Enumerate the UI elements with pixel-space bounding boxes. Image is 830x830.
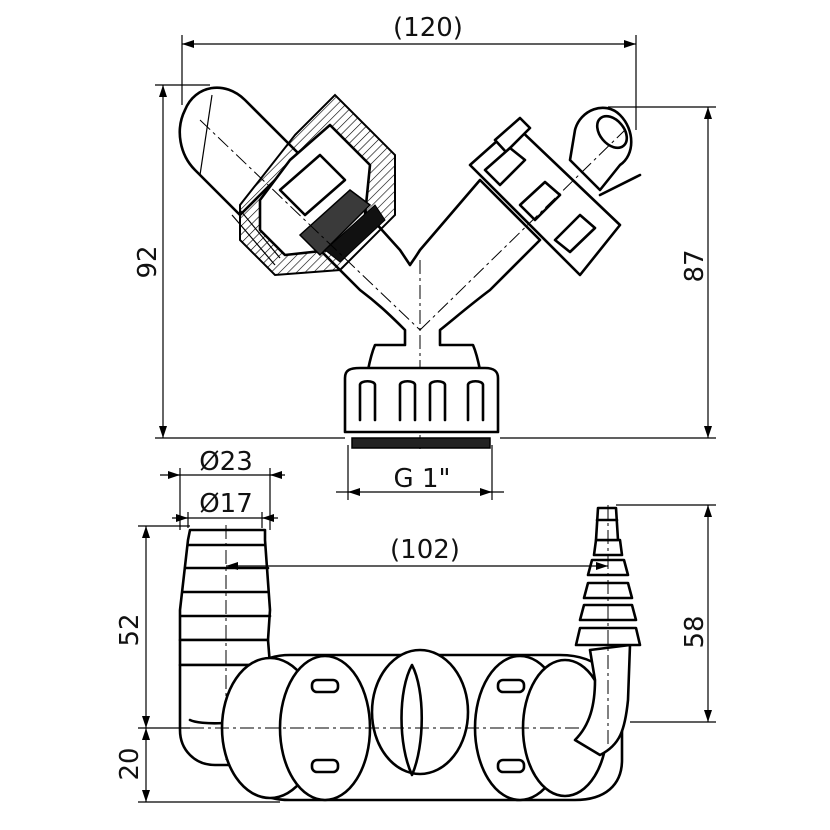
dimension-height-right: 87 <box>500 106 716 439</box>
dimension-outer-diameter: Ø23 <box>160 447 285 530</box>
dimension-label-hose-right: 58 <box>680 615 710 648</box>
dimension-label-width: (120) <box>393 13 463 43</box>
dimension-label-hose-left: 52 <box>115 613 145 646</box>
body-assembly <box>190 648 624 802</box>
top-view <box>178 86 642 450</box>
dimension-label-outer-diameter: Ø23 <box>199 447 253 477</box>
dimension-label-spacing: (102) <box>390 535 460 565</box>
bottom-view <box>178 505 642 802</box>
dimension-width-total: (120) <box>181 13 637 130</box>
dimension-spacing: (102) <box>226 535 608 570</box>
dimension-label-inner-diameter: Ø17 <box>199 489 253 519</box>
dimension-inner-diameter: Ø17 <box>172 489 278 528</box>
dimension-thread: G 1" <box>336 445 504 500</box>
dimension-hose-left: 52 <box>115 525 190 729</box>
dimension-base-offset: 20 <box>115 728 280 803</box>
dimension-height-left: 92 <box>133 84 345 439</box>
bottom-nut <box>343 366 500 449</box>
right-hose-barb <box>573 505 642 757</box>
dimension-label-height-right: 87 <box>680 249 710 282</box>
dimension-label-base-offset: 20 <box>115 747 145 780</box>
dimension-hose-right: 58 <box>616 504 716 723</box>
dimension-label-height-left: 92 <box>133 245 163 278</box>
right-union-nut <box>468 106 642 277</box>
left-union-nut <box>231 93 396 277</box>
dimension-label-thread: G 1" <box>394 464 451 494</box>
